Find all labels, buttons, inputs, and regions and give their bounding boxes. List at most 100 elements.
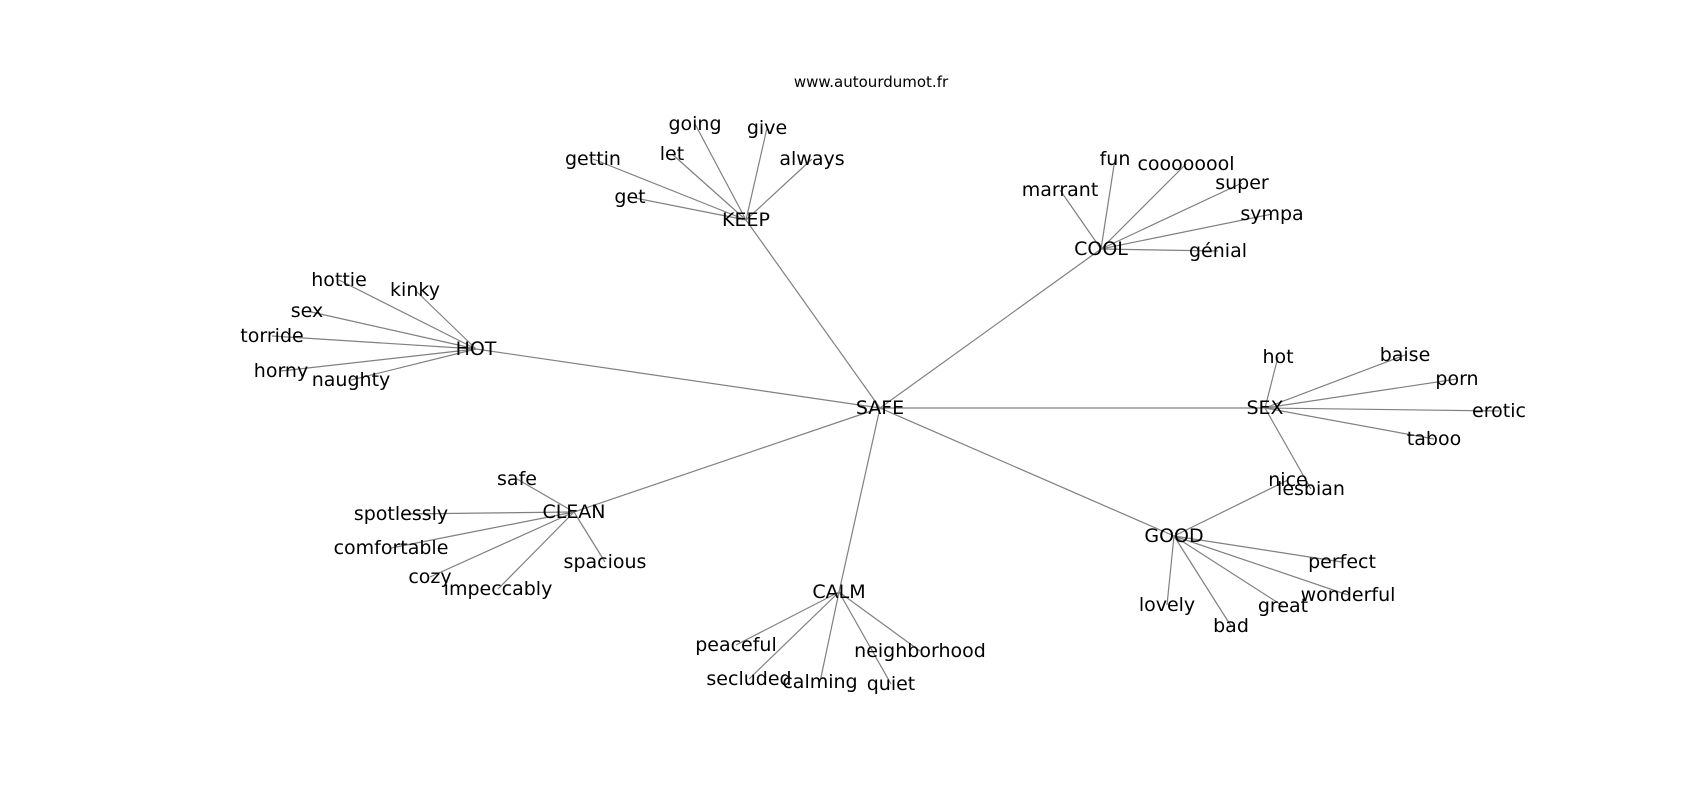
hub-node-sex: SEX bbox=[1246, 397, 1283, 419]
hub-node-calm: CALM bbox=[812, 581, 865, 603]
leaf-node-cozy: cozy bbox=[408, 566, 451, 588]
leaf-node-spotlessly: spotlessly bbox=[354, 503, 448, 525]
leaf-node-baise: baise bbox=[1380, 344, 1431, 366]
edge-keep-gettin bbox=[592, 158, 747, 221]
edge-clean-spacious bbox=[573, 511, 606, 563]
edge-cool-fun bbox=[1100, 158, 1116, 250]
leaf-node-neighborhood: neighborhood bbox=[854, 640, 986, 662]
leaf-node-sex: sex bbox=[291, 300, 324, 322]
edge-calm-quiet bbox=[838, 591, 892, 685]
leaf-node-hot: hot bbox=[1262, 346, 1293, 368]
edge-good-bad bbox=[1173, 535, 1232, 627]
leaf-node-erotic: erotic bbox=[1472, 400, 1526, 422]
edge-cool-sympa bbox=[1100, 213, 1273, 250]
leaf-node-comfortable: comfortable bbox=[334, 537, 449, 559]
hub-node-clean: CLEAN bbox=[542, 501, 605, 523]
edge-hot-torride bbox=[271, 335, 477, 350]
edge-cool-genial bbox=[1100, 248, 1219, 252]
edge-good-perfect bbox=[1173, 535, 1343, 563]
edge-clean-spotlessly bbox=[400, 511, 575, 515]
leaf-node-always: always bbox=[779, 148, 844, 170]
edge-sex-lesbian bbox=[1264, 407, 1312, 490]
edge-center-keep bbox=[745, 219, 881, 409]
leaf-node-bad: bad bbox=[1213, 615, 1249, 637]
leaf-node-secluded: secluded bbox=[706, 668, 791, 690]
leaf-node-sympa: sympa bbox=[1240, 203, 1303, 225]
leaf-node-fun: fun bbox=[1100, 148, 1131, 170]
leaf-node-genial: génial bbox=[1189, 240, 1247, 262]
leaf-node-safe: safe bbox=[497, 468, 537, 490]
center-node-label: SAFE bbox=[856, 397, 904, 419]
edge-cool-marrant bbox=[1059, 189, 1102, 250]
edge-good-great bbox=[1173, 535, 1284, 607]
leaf-node-lesbian: lesbian bbox=[1277, 478, 1345, 500]
hub-node-good: GOOD bbox=[1144, 525, 1203, 547]
edge-clean-comfortable bbox=[390, 511, 575, 549]
edge-sex-porn bbox=[1264, 378, 1458, 409]
edge-keep-give bbox=[745, 127, 768, 221]
leaf-node-spacious: spacious bbox=[564, 551, 647, 573]
edge-keep-let bbox=[671, 153, 747, 221]
edge-hot-hottie bbox=[338, 279, 477, 350]
leaf-node-torride: torride bbox=[240, 325, 303, 347]
edge-hot-naughty bbox=[350, 348, 477, 381]
edge-good-wonderful bbox=[1173, 535, 1349, 596]
site-credit: www.autourdumot.fr bbox=[794, 73, 949, 91]
leaf-node-gettin: gettin bbox=[565, 148, 621, 170]
leaf-node-going: going bbox=[668, 113, 721, 135]
edge-hot-sex bbox=[306, 310, 477, 350]
edge-sex-erotic bbox=[1264, 407, 1500, 412]
edge-keep-get bbox=[629, 196, 747, 221]
graph-edges bbox=[271, 123, 1500, 685]
leaf-node-let: let bbox=[660, 143, 684, 165]
edge-clean-safe bbox=[516, 478, 575, 513]
edge-calm-secluded bbox=[748, 591, 840, 680]
hub-node-cool: COOL bbox=[1074, 238, 1128, 260]
edge-center-cool bbox=[879, 248, 1102, 409]
leaf-node-porn: porn bbox=[1435, 368, 1478, 390]
hub-node-hot: HOT bbox=[456, 338, 497, 360]
edge-good-nice bbox=[1173, 479, 1289, 537]
leaf-node-nice: nice bbox=[1268, 469, 1307, 491]
leaf-node-kinky: kinky bbox=[390, 279, 440, 301]
edge-clean-impeccably bbox=[497, 511, 575, 590]
edge-calm-neighborhood bbox=[838, 591, 921, 652]
leaf-node-impeccably: impeccably bbox=[444, 578, 553, 600]
leaf-node-hottie: hottie bbox=[311, 269, 367, 291]
leaf-node-super: super bbox=[1215, 172, 1269, 194]
leaf-node-perfect: perfect bbox=[1308, 551, 1376, 573]
edge-center-clean bbox=[573, 407, 881, 513]
edge-hot-kinky bbox=[414, 289, 477, 350]
leaf-node-great: great bbox=[1258, 595, 1308, 617]
leaf-node-get: get bbox=[614, 186, 645, 208]
edge-calm-calming bbox=[819, 591, 840, 683]
edge-cool-super bbox=[1100, 182, 1243, 250]
edge-center-calm bbox=[838, 407, 881, 593]
edge-sex-taboo bbox=[1264, 407, 1435, 440]
leaf-node-naughty: naughty bbox=[312, 369, 391, 391]
edge-sex-baise bbox=[1264, 354, 1406, 409]
leaf-node-peaceful: peaceful bbox=[695, 634, 777, 656]
leaf-node-quiet: quiet bbox=[867, 673, 916, 695]
edge-center-hot bbox=[475, 348, 881, 409]
edge-hot-horny bbox=[280, 348, 477, 372]
edge-keep-going bbox=[694, 123, 747, 221]
edge-calm-peaceful bbox=[735, 591, 840, 646]
hub-node-keep: KEEP bbox=[722, 209, 770, 231]
leaf-node-wonderful: wonderful bbox=[1301, 584, 1396, 606]
leaf-node-give: give bbox=[747, 117, 787, 139]
edge-keep-always bbox=[745, 158, 813, 221]
leaf-node-marrant: marrant bbox=[1022, 179, 1099, 201]
edge-center-good bbox=[879, 407, 1175, 537]
leaf-node-coooooool: coooooool bbox=[1137, 153, 1234, 175]
leaf-node-lovely: lovely bbox=[1139, 594, 1195, 616]
edge-cool-coooooool bbox=[1100, 163, 1187, 250]
edge-sex-hot bbox=[1264, 356, 1279, 409]
leaf-node-horny: horny bbox=[254, 360, 308, 382]
edge-clean-cozy bbox=[429, 511, 575, 578]
leaf-node-calming: calming bbox=[782, 671, 857, 693]
leaf-node-taboo: taboo bbox=[1407, 428, 1461, 450]
edge-good-lovely bbox=[1166, 535, 1175, 606]
